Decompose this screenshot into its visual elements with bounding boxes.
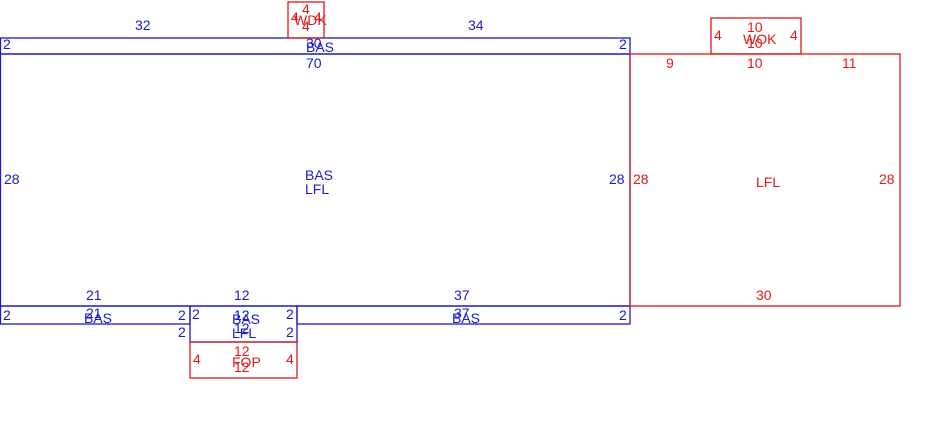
area-label-lfl: LFL bbox=[305, 181, 329, 197]
area-label: WDK bbox=[294, 12, 327, 28]
dim-label: 2 bbox=[192, 306, 200, 322]
area-label: WOK bbox=[743, 31, 777, 47]
dim-label: 4 bbox=[790, 27, 798, 43]
dim-label: 2 bbox=[3, 307, 11, 323]
dim-label: 2 bbox=[619, 36, 627, 52]
dim-label: 28 bbox=[609, 171, 625, 187]
dim-label: 2 bbox=[178, 324, 186, 340]
dim-label: 2 bbox=[619, 307, 627, 323]
dim-label: 30 bbox=[306, 35, 322, 51]
dim-label: 34 bbox=[468, 17, 484, 33]
right-bas-strip bbox=[296, 305, 631, 325]
area-label: BAS bbox=[452, 310, 480, 326]
dim-label: 70 bbox=[306, 55, 322, 71]
dim-label: 4 bbox=[291, 9, 299, 25]
dim-label: 4 bbox=[302, 18, 310, 34]
dim-label: 11 bbox=[842, 55, 857, 71]
area-label: BAS bbox=[232, 311, 260, 327]
dim-label: 37 bbox=[454, 287, 470, 303]
dim-label: 10 bbox=[747, 55, 763, 71]
dim-label: 2 bbox=[178, 307, 186, 323]
dim-label: 4 bbox=[193, 351, 201, 367]
dim-label: 4 bbox=[302, 1, 310, 17]
dim-label: 12 bbox=[234, 343, 250, 359]
dim-label: 2 bbox=[3, 36, 11, 52]
dim-label: 12 bbox=[234, 320, 250, 336]
dim-label: 28 bbox=[4, 171, 20, 187]
dim-label: 4 bbox=[314, 9, 322, 25]
fop-box bbox=[189, 341, 298, 379]
dim-label: 4 bbox=[714, 27, 722, 43]
area-label-bas: BAS bbox=[305, 167, 333, 183]
dim-label: 21 bbox=[86, 287, 102, 303]
dim-label: 30 bbox=[756, 287, 772, 303]
dim-label: 2 bbox=[286, 324, 294, 340]
dim-label: 2 bbox=[286, 306, 294, 322]
area-label-lfl: LFL bbox=[756, 174, 780, 190]
dim-label: 12 bbox=[234, 287, 250, 303]
dim-label: 37 bbox=[454, 305, 470, 321]
dim-label: 12 bbox=[234, 359, 250, 375]
dim-label: 12 bbox=[234, 307, 250, 323]
dim-label: 28 bbox=[633, 171, 649, 187]
dim-label: 28 bbox=[879, 171, 895, 187]
dim-label: 10 bbox=[747, 35, 763, 51]
dim-label: 32 bbox=[135, 17, 151, 33]
dim-label: 9 bbox=[666, 55, 674, 71]
area-label: FOP bbox=[232, 354, 261, 370]
area-label: BAS bbox=[306, 39, 334, 55]
wok-box bbox=[710, 17, 802, 55]
dim-label: 4 bbox=[286, 351, 294, 367]
wdk-box bbox=[287, 1, 325, 39]
area-label: BAS bbox=[84, 310, 112, 326]
dim-label: 21 bbox=[86, 305, 102, 321]
dim-label: 10 bbox=[747, 19, 763, 35]
area-label: LFL bbox=[232, 325, 256, 341]
